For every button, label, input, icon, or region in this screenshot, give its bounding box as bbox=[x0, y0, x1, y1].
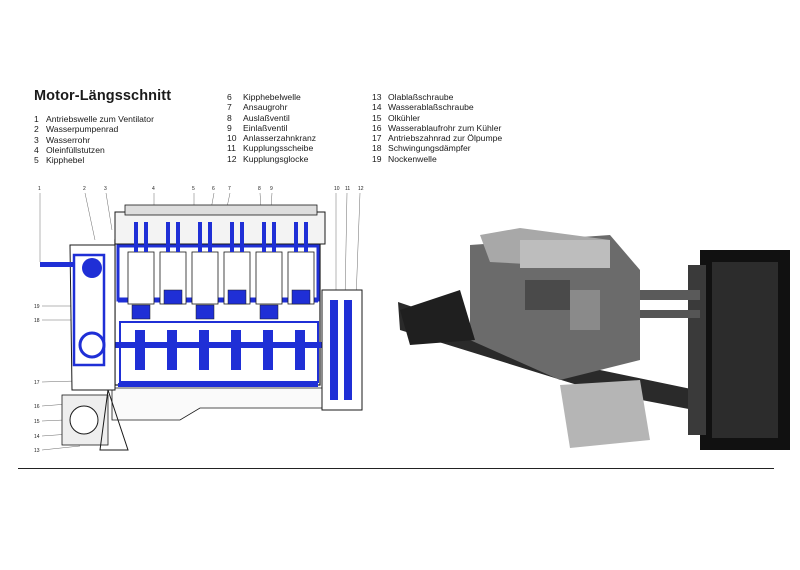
callout-label: 11 bbox=[345, 186, 350, 192]
callout-label: 9 bbox=[270, 186, 273, 192]
engine-block bbox=[40, 204, 363, 451]
callout-label: 13 bbox=[34, 448, 40, 454]
horizontal-rule bbox=[18, 468, 774, 469]
callout-label: 1 bbox=[38, 186, 41, 192]
callout-label: 16 bbox=[34, 404, 40, 410]
callout-label: 4 bbox=[152, 186, 155, 192]
callout-label: 17 bbox=[34, 380, 40, 386]
callout-label: 7 bbox=[228, 186, 231, 192]
callout-label: 10 bbox=[334, 186, 340, 192]
callout-label: 12 bbox=[358, 186, 364, 192]
callout-label: 2 bbox=[83, 186, 86, 192]
callout-label: 14 bbox=[34, 434, 40, 440]
page-title: Motor-Längsschnitt bbox=[34, 88, 172, 104]
callout-label: 15 bbox=[34, 419, 40, 425]
callout-label: 18 bbox=[34, 318, 40, 324]
left-callouts: 19 18 17 16 15 14 13 bbox=[34, 304, 40, 454]
callout-label: 6 bbox=[212, 186, 215, 192]
callout-label: 3 bbox=[104, 186, 107, 192]
top-callouts: 1 2 3 4 5 6 7 8 9 10 11 12 bbox=[38, 186, 364, 192]
engine-photo-shapes bbox=[398, 228, 790, 450]
callout-label: 5 bbox=[192, 186, 195, 192]
callout-label: 8 bbox=[258, 186, 261, 192]
callout-label: 19 bbox=[34, 304, 40, 310]
